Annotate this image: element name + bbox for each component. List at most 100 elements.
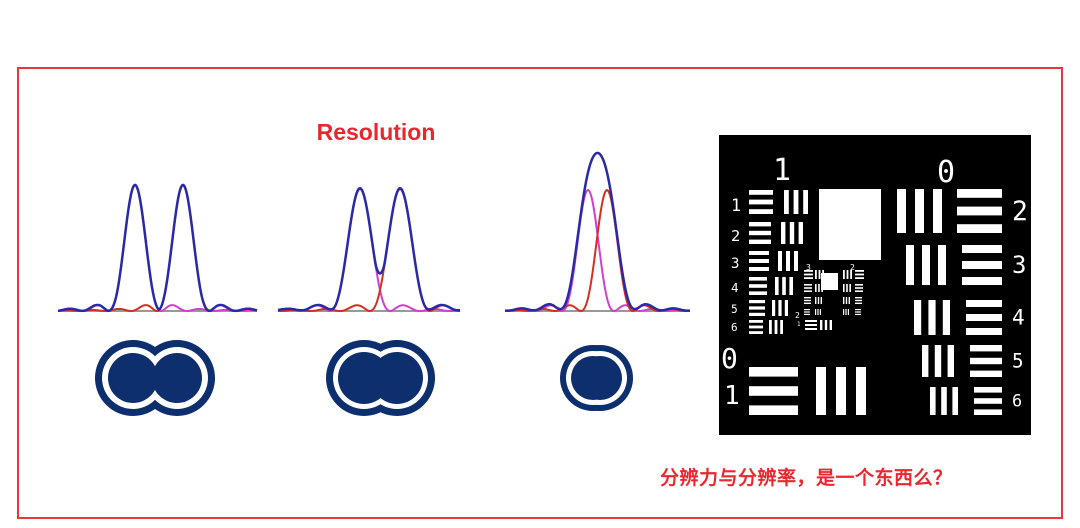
target-bar [780,320,783,334]
inner-label: 2 [850,263,855,272]
target-bar [817,297,820,304]
target-bar [824,320,828,330]
right-psf-curve [504,188,691,313]
element-label: 2 [731,227,740,245]
airy-spot-pair [326,340,435,416]
combined-intensity-curve [277,186,461,312]
target-bar [914,300,922,335]
target-bar [970,345,1002,352]
target-bar [749,306,765,310]
target-bar [855,270,864,272]
target-bar [845,309,847,315]
target-bar [957,189,1002,198]
target-bar [804,277,813,279]
target-bar [789,277,793,295]
airy-ring [371,352,423,404]
target-bar [749,230,771,236]
target-bar [816,367,826,415]
target-bar [847,309,849,315]
target-bar [794,251,798,271]
target-bar [915,189,924,233]
airy-spots [95,340,633,416]
target-bar [930,387,936,415]
element-label: 6 [731,321,738,334]
target-bar [749,277,767,281]
combined-intensity-curve [505,151,690,312]
target-bar [941,387,947,415]
target-bar [749,405,798,415]
target-bar [786,251,790,271]
left-psf-curve [504,188,691,313]
target-bar [855,277,864,279]
target-bar [855,313,861,315]
left-psf-curve [57,183,258,313]
target-bar [855,309,861,311]
target-bar [855,302,862,304]
target-bar [749,325,763,329]
inner-label: 3 [806,263,811,272]
target-bar [922,345,929,377]
target-bar [774,320,778,334]
target-bar [804,299,811,302]
target-bar [805,320,817,322]
target-bar [846,270,849,279]
target-bar [843,297,845,304]
element-label: 3 [1012,251,1026,279]
target-bar [815,270,817,279]
target-bar [804,290,812,292]
target-bar [804,284,812,286]
target-bar [966,314,1002,321]
target-bar [855,299,862,302]
target-bar [947,345,954,377]
airy-spot-pair [95,340,215,416]
target-bar [829,320,832,330]
target-bar [804,270,813,272]
target-bar [942,300,950,335]
group-label: 0 [721,342,738,375]
target-bar [749,209,773,214]
psf-curves [57,151,691,313]
target-bar [749,251,769,255]
airy-ring [578,356,622,400]
element-label: 4 [1012,306,1025,330]
target-bar [966,328,1002,335]
target-bar [749,300,765,304]
element-label: 4 [731,280,739,295]
target-bar [856,367,866,415]
target-bar [769,320,772,334]
inner-label: 1 [797,321,801,328]
target-square [819,189,881,260]
target-bar [974,409,1002,415]
target-bar [815,284,817,292]
target-bar [749,239,771,244]
target-bar [749,267,769,271]
target-bar [805,324,817,326]
target-bar [784,300,788,316]
target-bar [818,270,821,279]
target-bar [957,224,1002,233]
target-bar [974,387,1002,393]
target-bar [846,284,848,292]
target-bar [962,277,1002,285]
target-bar [798,222,803,244]
target-bar [855,284,863,286]
target-bar [934,345,942,377]
target-bar [782,277,786,295]
target-bar [820,297,822,304]
target-bar [804,309,810,311]
target-bar [784,190,789,214]
target-bar [749,312,765,316]
target-bar [970,370,1002,377]
target-bar [775,277,779,295]
target-bar [817,309,819,315]
target-bar [843,270,845,279]
target-bar [957,206,1002,216]
target-bar [749,259,769,263]
target-bar [849,284,851,292]
red-frame [17,67,1063,519]
target-bar [966,300,1002,307]
target-bar [815,309,817,315]
right-psf-curve [278,187,460,313]
target-bar [772,300,776,316]
target-bar [804,273,813,276]
